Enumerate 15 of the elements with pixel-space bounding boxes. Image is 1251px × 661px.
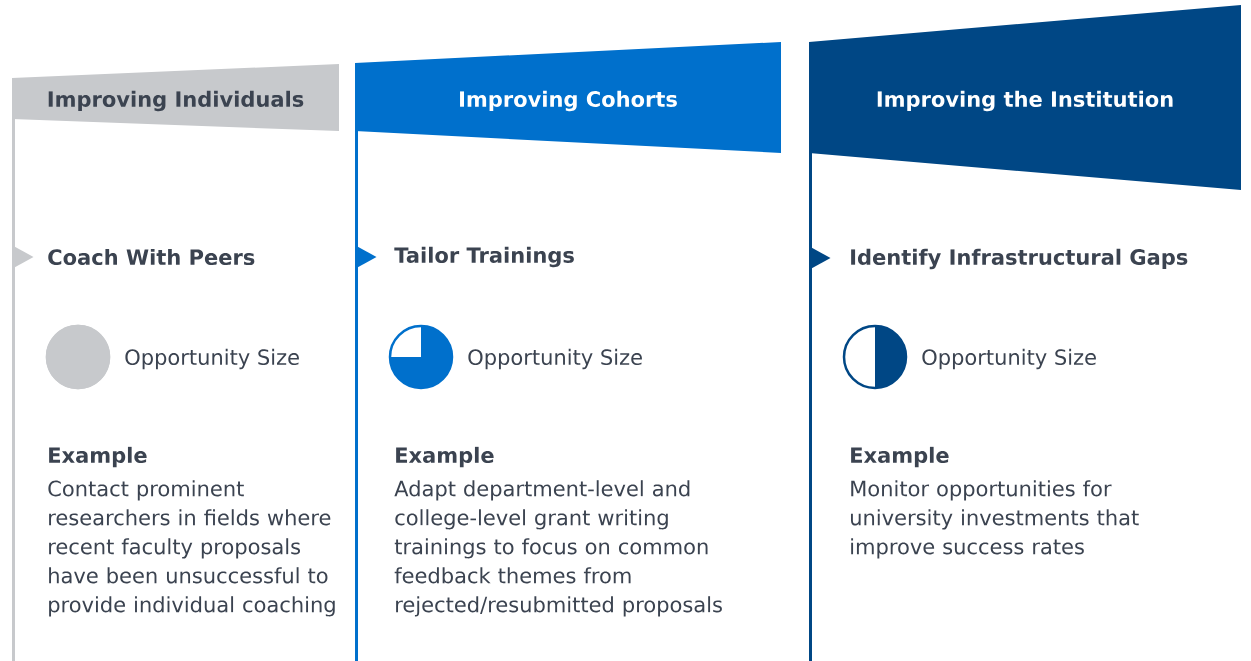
opportunity-pie (45, 324, 111, 390)
opportunity-pie (842, 324, 908, 390)
example-text: Adapt department-level and college-level grant writing trainings to focus on common feedback themes from rejected/resubmitted proposals (394, 480, 722, 617)
size-label: Opportunity Size (922, 348, 1096, 370)
header-band: Improving the Institution (809, 5, 1241, 190)
section-heading: Tailor Trainings (394, 246, 574, 268)
header-band: Improving Individuals (12, 64, 339, 131)
example-text: Contact prominent researchers in fields where recent faculty proposals have been unsuccessful to provide individual coaching (48, 480, 335, 617)
example-text: Monitor opportunities for university investments that improve success rates (851, 480, 1139, 559)
example-heading: Example (49, 446, 147, 468)
section-heading: Identify Infrastructural Gaps (851, 248, 1188, 270)
size-label: Opportunity Size (468, 348, 642, 370)
header-band: Improving Cohorts (355, 42, 781, 153)
opportunity-pie (388, 324, 454, 390)
size-label: Opportunity Size (125, 348, 299, 370)
